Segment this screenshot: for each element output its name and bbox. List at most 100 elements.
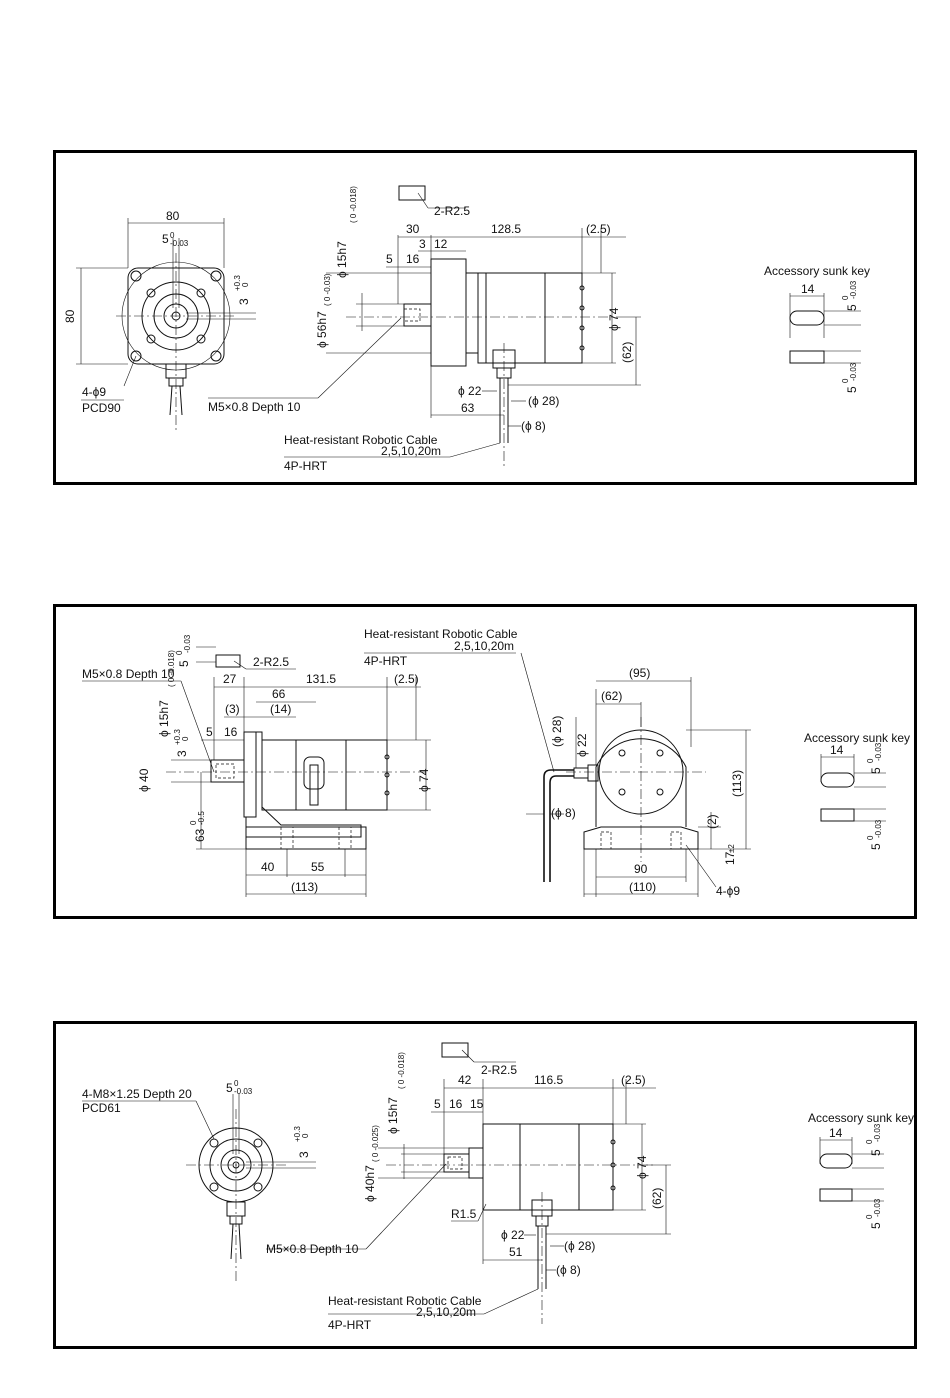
spigot-tol: ( 0 -0.025): [371, 1125, 380, 1162]
front-taps-label: 4-M8×1.25 Depth 20: [82, 1087, 192, 1101]
side-tap-label: M5×0.8 Depth 10: [208, 400, 301, 414]
side-d131-label: 131.5: [306, 672, 336, 686]
side-key-radius-label: 2-R2.5: [481, 1063, 517, 1077]
tol-bot: -0.03: [183, 634, 192, 653]
front-pcd-label: PCD61: [82, 1101, 121, 1115]
side-key-radius-label: 2-R2.5: [253, 655, 289, 669]
tol-top: 0: [175, 650, 184, 655]
key-length-label: 14: [830, 743, 844, 757]
tol-bot: -0.5: [197, 811, 206, 825]
side-d62-label: (62): [620, 342, 634, 363]
accessory-key: Accessory sunk key 14 5 0 -0.03 5 0 -0.0…: [804, 731, 910, 850]
side-key-width-label: 5: [177, 660, 191, 667]
side-d128-label: 128.5: [491, 222, 521, 236]
side-d16-label: 16: [449, 1097, 463, 1111]
front-width-label: 80: [166, 209, 180, 223]
cable-lengths-label: 2,5,10,20m: [381, 444, 441, 458]
front-key-depth-label: 3: [237, 298, 251, 305]
side-body-dia-label: ϕ 74: [635, 1155, 649, 1179]
accessory-key: Accessory sunk key 14 5 0 -0.03 5 0 -0.0…: [764, 264, 870, 393]
tol-bot: -0.03: [873, 1123, 882, 1142]
key-width-label: 5: [845, 304, 859, 311]
side-view: 2-R2.5 42 116.5 (2.5) 5 16 15 ϕ 15h7 (: [266, 1042, 671, 1324]
shaft-tol: ( 0 -0.018): [167, 650, 176, 687]
cable-lengths-label: 2,5,10,20m: [416, 1305, 476, 1319]
drawing-panel-foot-mount: 2-R2.5 5 0 -0.03 M5×0.8 Depth 10 27: [53, 604, 917, 919]
tol-bot: -0.03: [849, 362, 858, 381]
side-spigot-label: ϕ 40h7: [363, 1165, 377, 1202]
tol-bot: -0.03: [849, 280, 858, 299]
tol-bot: 0: [241, 282, 250, 287]
front-d17-label: 17: [723, 851, 737, 865]
side-shaft-label: ϕ 15h7: [335, 241, 349, 278]
side-conn-outer-label: (ϕ 28): [564, 1239, 595, 1253]
front-pcd-label: PCD90: [82, 401, 121, 415]
tol-bot: -0.03: [874, 742, 883, 761]
key-width-label: 5: [869, 1149, 883, 1156]
side-d5-label: 5: [206, 725, 213, 739]
front-conn-dia-label: ϕ 22: [575, 733, 589, 757]
front-view: 80 80 5 0 -0.03 3 +0.3 0 4-ϕ9 PCD90: [63, 209, 256, 433]
front-conn-outer-label: (ϕ 28): [550, 716, 564, 747]
side-d2-5-label: (2.5): [621, 1073, 646, 1087]
key-height-label: 5: [869, 1222, 883, 1229]
side-spigot-label: ϕ 56h7: [315, 311, 329, 348]
cable-label-group: Heat-resistant Robotic Cable 2,5,10,20m …: [364, 627, 555, 773]
tol-top: 0: [865, 1139, 874, 1144]
front-key-depth-label: 3: [297, 1151, 311, 1158]
side-tap-label: M5×0.8 Depth 10: [266, 1242, 359, 1256]
side-d40-label: 40: [261, 860, 275, 874]
tol-top: 0: [865, 1214, 874, 1219]
side-d116-label: 116.5: [534, 1073, 563, 1087]
side-d15-label: 15: [470, 1097, 484, 1111]
front-holes-label: 4-ϕ9: [716, 884, 740, 898]
tol-top: +0.3: [173, 729, 182, 745]
side-d2-5-label: (2.5): [586, 222, 611, 236]
key-height-label: 5: [869, 843, 883, 850]
side-d5-label: 5: [386, 252, 393, 266]
foot-mount-drawing: 2-R2.5 5 0 -0.03 M5×0.8 Depth 10 27: [82, 627, 910, 898]
spigot-tol: ( 0 -0.03): [323, 273, 332, 306]
side-view: 2-R2.5 5 0 -0.03 M5×0.8 Depth 10 27: [82, 634, 431, 897]
flange-mount-drawing: 80 80 5 0 -0.03 3 +0.3 0 4-ϕ9 PCD90: [63, 185, 870, 473]
front-view: (95) (62) (ϕ 28) ϕ 22 (ϕ 8) (113) (2) 17…: [526, 666, 751, 898]
tol-top: 0: [189, 820, 198, 825]
cable-lengths-label: 2,5,10,20m: [454, 639, 514, 653]
side-radius-label: R1.5: [451, 1207, 477, 1221]
side-body-dia-label: ϕ 74: [417, 768, 431, 792]
side-d14-label: (14): [270, 702, 291, 716]
drawing-panel-servo-mount: 4-M8×1.25 Depth 20 PCD61 5 0 -0.03 3 +0.…: [53, 1021, 917, 1349]
side-d63-label: 63: [461, 401, 475, 415]
cable-model-label: 4P-HRT: [364, 654, 408, 668]
side-key-radius-label: 2-R2.5: [434, 204, 470, 218]
side-d5-label: 5: [434, 1097, 441, 1111]
cable-model-label: 4P-HRT: [284, 459, 328, 473]
tol-top: 0: [841, 295, 850, 300]
front-d90-label: 90: [634, 862, 648, 876]
tol-top: 0: [866, 758, 875, 763]
tol-bot: -0.03: [873, 1198, 882, 1217]
front-view: 4-M8×1.25 Depth 20 PCD61 5 0 -0.03 3 +0.…: [82, 1079, 316, 1284]
side-body-dia-label: ϕ 74: [607, 307, 621, 331]
side-d113-label: (113): [291, 880, 318, 894]
key-length-label: 14: [801, 282, 815, 296]
accessory-key: Accessory sunk key 14 5 0 -0.03 5 0 -0.0…: [808, 1111, 914, 1229]
cable-name-label: Heat-resistant Robotic Cable: [364, 627, 518, 641]
side-d42-label: 42: [458, 1073, 472, 1087]
tol-top: +0.3: [233, 275, 242, 291]
front-d2-label: (2): [705, 814, 719, 829]
front-key-width-label: 5: [162, 232, 169, 246]
side-center-h-label: 63: [193, 828, 207, 842]
side-conn-outer-label: (ϕ 28): [528, 394, 559, 408]
side-d27-label: 27: [223, 672, 237, 686]
drawing-panel-flange-mount: 80 80 5 0 -0.03 3 +0.3 0 4-ϕ9 PCD90: [53, 150, 917, 485]
side-d2-5-label: (2.5): [394, 672, 419, 686]
side-d30-label: 30: [406, 222, 420, 236]
front-height-label: 80: [63, 309, 77, 323]
side-d16-label: 16: [224, 725, 238, 739]
side-conn-dia-label: ϕ 22: [501, 1228, 525, 1242]
side-d55-label: 55: [311, 860, 325, 874]
side-key-depth-label: 3: [175, 750, 189, 757]
tol-top: 0: [866, 835, 875, 840]
side-shaft-label: ϕ 15h7: [386, 1097, 400, 1134]
